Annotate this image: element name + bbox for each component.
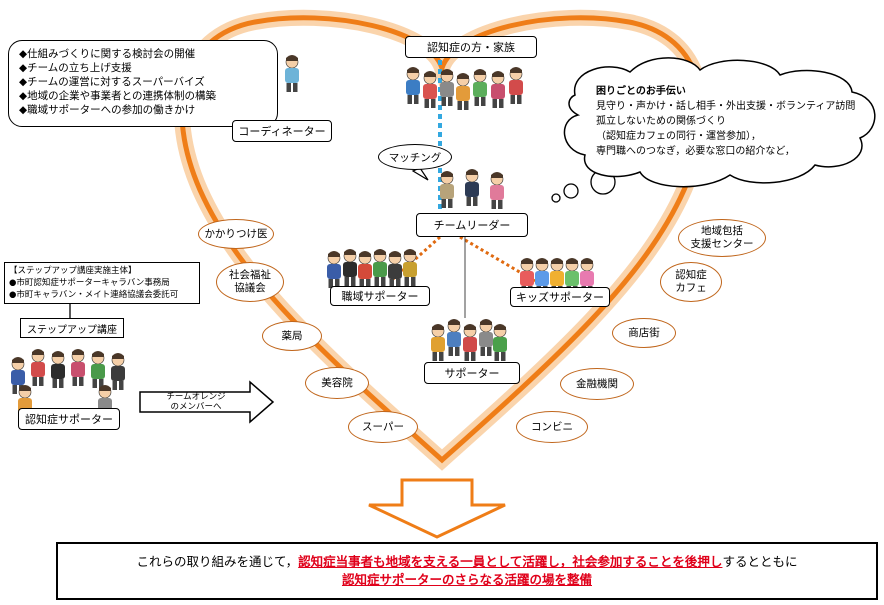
down-arrow	[368, 478, 506, 539]
matching-bubble: マッチング	[378, 144, 452, 170]
bottom-statement-box: これらの取り組みを通じて，認知症当事者も地域を支える一員として活躍し，社会参加す…	[56, 542, 878, 600]
node-shakai-fukushi-line2: 協議会	[234, 282, 266, 294]
node-cafe: 認知症 カフェ	[660, 262, 722, 302]
node-houkatsu-line2: 支援センター	[690, 238, 754, 250]
workplace-supporter-label: 職域サポーター	[330, 286, 430, 306]
node-yakkyoku: 薬局	[262, 321, 322, 351]
help-line-1: 見守り・声かけ・話し相手・外出支援・ボランティア訪問	[596, 101, 856, 112]
node-cafe-line1: 認知症	[675, 269, 707, 281]
node-conbini: コンビニ	[516, 411, 588, 443]
coordinator-task-2: ◆チームの立ち上げ支援	[19, 62, 132, 74]
link-workplace	[390, 235, 442, 282]
dementia-supporter-label: 認知症サポーター	[18, 408, 120, 430]
member-arrow	[139, 380, 275, 424]
node-cafe-line2: カフェ	[675, 282, 707, 294]
help-cloud	[563, 57, 876, 188]
node-houkatsu: 地域包括 支援センター	[678, 219, 766, 257]
coordinator-task-4: ◆地域の企業や事業者との連携体制の構築	[19, 90, 216, 102]
member-arrow-text: チームオレンジ のメンバーへ	[146, 392, 246, 412]
family-illustration	[405, 66, 524, 111]
coordinator-task-5: ◆職域サポーターへの参加の働きかけ	[19, 104, 196, 116]
help-line-3: （認知症カフェの同行・運営参加），	[596, 131, 761, 142]
thought-dot-3	[551, 193, 561, 203]
node-kakaritsuke: かかりつけ医	[198, 219, 274, 249]
bottom-part-4: 認知症サポーターのさらなる活躍の場を整備	[341, 572, 592, 587]
help-line-2: 孤立しないための関係づくり	[596, 116, 726, 127]
node-biyouin: 美容院	[305, 367, 369, 399]
stepup-course-label: ステップアップ講座	[20, 318, 124, 338]
member-arrow-text-1: チームオレンジ	[166, 392, 226, 402]
workplace-supporter-illustration	[326, 248, 418, 289]
stepup-org-line-2: ●市町キャラバン・メイト連絡協議会委託可	[9, 290, 179, 300]
stepup-org-title: 【ステップアップ講座実施主体】	[9, 266, 137, 276]
stepup-org-box: 【ステップアップ講座実施主体】 ●市町認知症サポーターキャラバン事務局 ●市町キ…	[4, 262, 200, 304]
coordinator-label: コーディネーター	[232, 120, 332, 142]
node-super: スーパー	[348, 411, 418, 443]
family-label: 認知症の方・家族	[405, 36, 537, 58]
node-shoutengai: 商店街	[612, 318, 676, 348]
coordinator-task-3: ◆チームの運営に対するスーパーバイズ	[19, 76, 205, 88]
bottom-line-2: 認知症サポーターのさらなる活躍の場を整備	[58, 571, 876, 589]
member-arrow-text-2: のメンバーへ	[170, 402, 222, 412]
stepup-org-line-1: ●市町認知症サポーターキャラバン事務局	[9, 278, 170, 288]
help-text: 困りごとのお手伝い 見守り・声かけ・話し相手・外出支援・ボランティア訪問 孤立し…	[596, 84, 876, 159]
thought-dot-2	[563, 183, 579, 199]
node-shakai-fukushi: 社会福祉 協議会	[216, 262, 284, 302]
matching-illustration	[439, 168, 505, 210]
node-houkatsu-line1: 地域包括	[701, 225, 743, 237]
team-leader-label: チームリーダー	[416, 213, 528, 237]
help-line-4: 専門職へのつなぎ，必要な窓口の紹介など，	[596, 146, 795, 157]
kids-supporter-label: キッズサポーター	[510, 287, 610, 307]
bottom-part-1: これらの取り組みを通じて，	[136, 554, 299, 569]
coordinator-task-1: ◆仕組みづくりに関する検討会の開催	[19, 48, 196, 60]
supporter-illustration	[430, 318, 508, 362]
bottom-line-1: これらの取り組みを通じて，認知症当事者も地域を支える一員として活躍し，社会参加す…	[58, 553, 876, 571]
help-title: 困りごとのお手伝い	[596, 86, 686, 97]
heart-outline	[179, 15, 705, 464]
bottom-part-2: 認知症当事者も地域を支える一員として活躍し，社会参加することを後押し	[298, 554, 723, 569]
node-kinyuu: 金融機関	[560, 368, 634, 400]
supporter-label: サポーター	[424, 362, 520, 384]
coordinator-bubble: ◆仕組みづくりに関する検討会の開催 ◆チームの立ち上げ支援 ◆チームの運営に対す…	[8, 40, 278, 127]
bottom-part-3: するとともに	[722, 554, 798, 569]
node-shakai-fukushi-line1: 社会福祉	[229, 269, 271, 281]
